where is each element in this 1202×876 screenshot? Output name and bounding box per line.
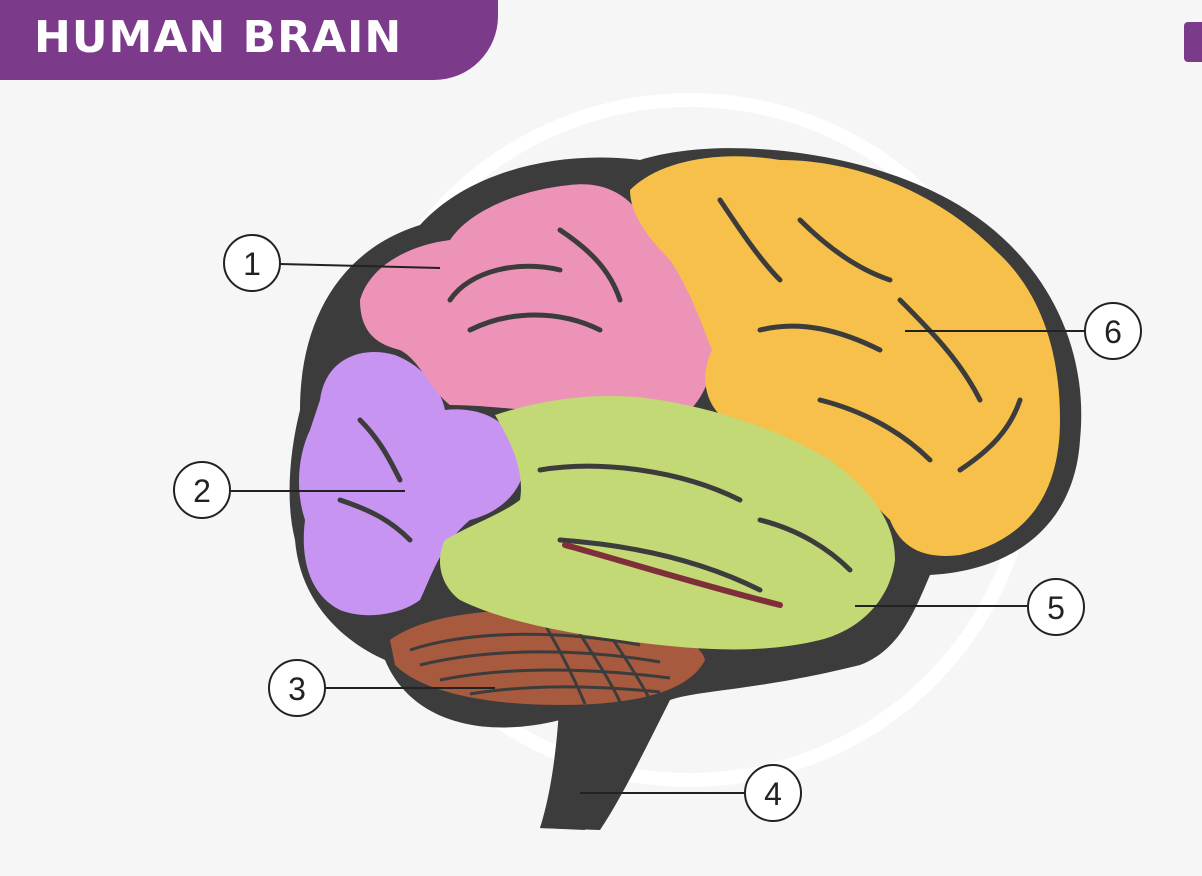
lateral-sulcus (562, 542, 783, 608)
title-banner: HUMAN BRAIN (0, 0, 498, 80)
callout-circle-6 (1084, 302, 1142, 360)
label-3: 3 (288, 671, 306, 707)
callout-circle-2 (173, 461, 231, 519)
label-6: 6 (1104, 314, 1122, 350)
callout-2: 2 (173, 461, 231, 519)
parietal-lobe (360, 184, 715, 410)
callout-6: 6 (1084, 302, 1142, 360)
leader-lines (230, 263, 1085, 794)
label-5: 5 (1047, 590, 1065, 626)
label-4: 4 (764, 776, 782, 812)
label-1: 1 (243, 246, 261, 282)
frontal-lobe (630, 156, 1060, 556)
callout-1: 1 (223, 234, 281, 292)
callout-5: 5 (1027, 578, 1085, 636)
callout-circle-3 (268, 659, 326, 717)
label-2: 2 (193, 473, 211, 509)
callout-circle-4 (744, 764, 802, 822)
brain-stem (540, 690, 640, 830)
callout-4: 4 (744, 764, 802, 822)
gyri-lines (337, 197, 1023, 593)
callout-circle-1 (223, 234, 281, 292)
temporal-lobe (440, 395, 895, 650)
corner-logo-mark (1184, 22, 1202, 62)
occipital-lobe (298, 352, 525, 616)
leader-line-1 (279, 263, 441, 269)
callout-circle-5 (1027, 578, 1085, 636)
callout-3: 3 (268, 659, 326, 717)
page-title: HUMAN BRAIN (34, 11, 403, 63)
